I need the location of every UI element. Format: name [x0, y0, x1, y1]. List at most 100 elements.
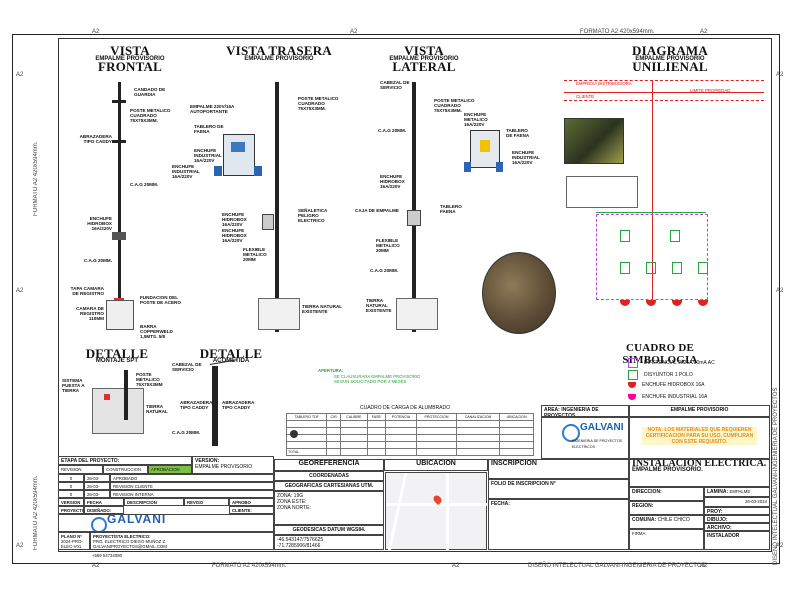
- note-text: SE CLAUSURARA EMPALME PROVISORIO SEGUN S…: [334, 374, 421, 384]
- state-h-2: APROBACION: [148, 465, 192, 474]
- version-value: EMPALME PROVISORIO: [195, 464, 253, 470]
- frontal-foundation: [106, 300, 134, 330]
- trasera-outlet-l: [214, 166, 222, 176]
- trasera-label-5: ENCHUFE HIDROBOX 16A/220V: [222, 212, 247, 228]
- galvani-logo-2: [91, 517, 107, 531]
- lateral-label-11: TIERRA NATURAL EXISTENTE: [366, 298, 392, 314]
- edge-a2-r1: A2: [776, 72, 784, 78]
- disenado-label: DISEÑADO:: [84, 506, 124, 514]
- edge-a2-br: A2: [700, 563, 708, 569]
- lateral-label-4: TABLERO DE FAENA: [506, 128, 530, 139]
- frontal-bracket-1: [112, 100, 126, 103]
- trasera-label-0: EMPALME 220V/16A AUTOPORTANTE: [190, 104, 235, 115]
- lateral-label-5: ENCHUFE INDUSTRIAL 16A/220V: [512, 150, 540, 166]
- unilineal-subtitle: EMPALME PROVISORIO: [635, 56, 705, 62]
- outlet-symbol-2: [646, 300, 656, 306]
- detalle2-title: DETALLE: [199, 346, 263, 361]
- state-row-1-rev: 0: [58, 482, 84, 490]
- side-left-2: FORMATO A2 420x594mm.: [33, 475, 39, 550]
- trasera-label-6: ENCHUFE HIDROBOX 16A/220V: [222, 228, 247, 244]
- map-road-3: [446, 473, 449, 551]
- unilineal-limite: LIMITE PROPIEDAD: [690, 88, 731, 93]
- trasera-label-7: FLEXIBLE METALICO 20mm: [243, 247, 267, 263]
- install-title: INSTALACION ELECTRICA.: [632, 459, 767, 469]
- table-row: [285, 441, 534, 449]
- lateral-pole: [412, 82, 416, 332]
- detalle-label-2: ABRAZADERA TIPO CADDY: [180, 400, 213, 411]
- carga-table: TABLERO TDF CIR CALIBRE FASE POTENCIA PR…: [285, 413, 534, 456]
- frontal-title: VISTA FRONTAL: [98, 43, 162, 74]
- geo-datum: GEODESICAS DATUM WGS84.: [274, 525, 384, 535]
- inscripcion-folio: FOLIO DE INSCRIPCION N°: [488, 479, 629, 499]
- lateral-label-8: CAJA DE EMPALME: [355, 208, 399, 213]
- outlet-symbol-1: [620, 300, 630, 306]
- carga-h-3: FASE: [366, 413, 386, 421]
- detalle-spt-box: [92, 388, 144, 434]
- carga-h-1: CIR: [326, 413, 341, 421]
- empalme-cell: EMPALME PROVISORIO: [629, 405, 770, 417]
- tdf-symbol: [290, 430, 298, 438]
- carga-h-7: UBICACION: [499, 413, 534, 421]
- inscripcion-fecha: FECHA:: [488, 499, 629, 550]
- lamina-label: LAMINA:: [707, 489, 729, 495]
- brand-name-2: GALVANI: [107, 514, 167, 526]
- carga-total-row: TOTAL: [285, 448, 534, 456]
- carga-h-2: CALIBRE: [339, 413, 368, 421]
- firma-label: FIRMA: [632, 531, 646, 536]
- unilineal-title: DIAGRAMA UNILIENAL: [632, 43, 708, 74]
- lateral-outlet-r: [496, 162, 503, 172]
- geo-coords: COORDENADAS: [274, 471, 384, 481]
- outlet-symbol-3: [672, 300, 682, 306]
- brand-name: GALVANI: [580, 422, 624, 433]
- geo-title: GEOREFERENCIA: [274, 459, 384, 471]
- dibujo-label: DIBUJO:: [704, 515, 770, 523]
- frontal-label-4: ENCHUFE HIDROBOX 16A/220V: [87, 216, 112, 232]
- legend-row-1: DISYUNTOR 1 POLO: [628, 370, 693, 380]
- geo-lon: -71.7285906/81466: [277, 543, 321, 549]
- frontal-label-2: ABRAZADERA TIPO CADDY: [79, 134, 112, 145]
- carga-h-0: TABLERO TDF: [285, 413, 328, 421]
- unilineal-line-2: [564, 92, 764, 93]
- lateral-label-2: ENCHUFE METALICO 16A/220V: [464, 112, 488, 128]
- trasera-box: [262, 214, 274, 230]
- frontal-label-8: FUNDACION DEL POSTE DE ACERO: [140, 295, 181, 306]
- frontal-bracket-2: [112, 140, 126, 143]
- legend-row-2: ENCHUFE HIDROBOX 16A: [628, 382, 705, 388]
- geo-este: ZONA ESTE:: [277, 499, 307, 505]
- detalle-label-1: POSTE METALICO 75x75x3mm: [136, 372, 163, 388]
- brand-sub: INGENIERIA DE PROYECTOS ELECTRICOS: [572, 439, 623, 449]
- legend-label-2: ENCHUFE HIDROBOX 16A: [642, 382, 705, 388]
- version-label: VERSION:: [195, 458, 220, 464]
- map-road-1: [387, 473, 408, 551]
- frontal-label-1: POSTE METALICO CUADRADO 75x75x3mm.: [130, 108, 171, 124]
- plano-value: 2024-PRO-ELEC-V01: [61, 539, 83, 549]
- state-h-0: REVISION: [58, 465, 103, 474]
- breaker-icon: [628, 370, 638, 380]
- unilineal-line-1: [564, 80, 764, 81]
- engineer-name: PRO. ELECTRICO DIEGO MUÑOZ Z.: [93, 539, 167, 544]
- trasera-label-9: TIERRA NATURAL EXISTENTE: [302, 304, 342, 315]
- industrial-outlet-icon: [628, 394, 636, 400]
- legend-label-1: DISYUNTOR 1 POLO: [644, 372, 693, 378]
- lateral-label-9: FLEXIBLE METALICO 20mm: [376, 238, 400, 254]
- proy-label: PROY:: [704, 507, 770, 515]
- state-h-1: CONSTRUCCION: [103, 465, 148, 474]
- edge-a2-bl: A2: [92, 563, 100, 569]
- frontal-label-0: CANDADO DE GUARDIA: [134, 87, 166, 98]
- state-row-2-rev: 0: [58, 490, 84, 498]
- proyectista-label: PROYECTISTA:: [58, 506, 84, 514]
- edge-a2-tl: A2: [92, 29, 100, 35]
- breaker-1: [620, 230, 630, 242]
- lateral-subtitle: EMPALME PROVISORIO: [389, 56, 459, 62]
- frontal-label-6: TAPA CAMARA DE REGISTRO: [70, 286, 104, 297]
- comuna-label: COMUNA:: [632, 517, 657, 523]
- warning-cell: NOTA: LOS MATERIALES QUE REQUIEREN CERTI…: [629, 417, 770, 459]
- legend-row-0: DIFERENCIAL 2x25A/30mA AC: [628, 358, 715, 368]
- rcd-icon: [628, 358, 638, 368]
- geo-norte: ZONA NORTE:: [277, 505, 311, 511]
- geo-zone-cell: ZONA: 19G ZONA ESTE: ZONA NORTE:: [274, 491, 384, 525]
- frontal-subtitle: EMPALME PROVISORIO: [95, 56, 165, 62]
- breaker-2: [670, 230, 680, 242]
- frontal-label-3: C.A.G 20mm.: [130, 182, 159, 187]
